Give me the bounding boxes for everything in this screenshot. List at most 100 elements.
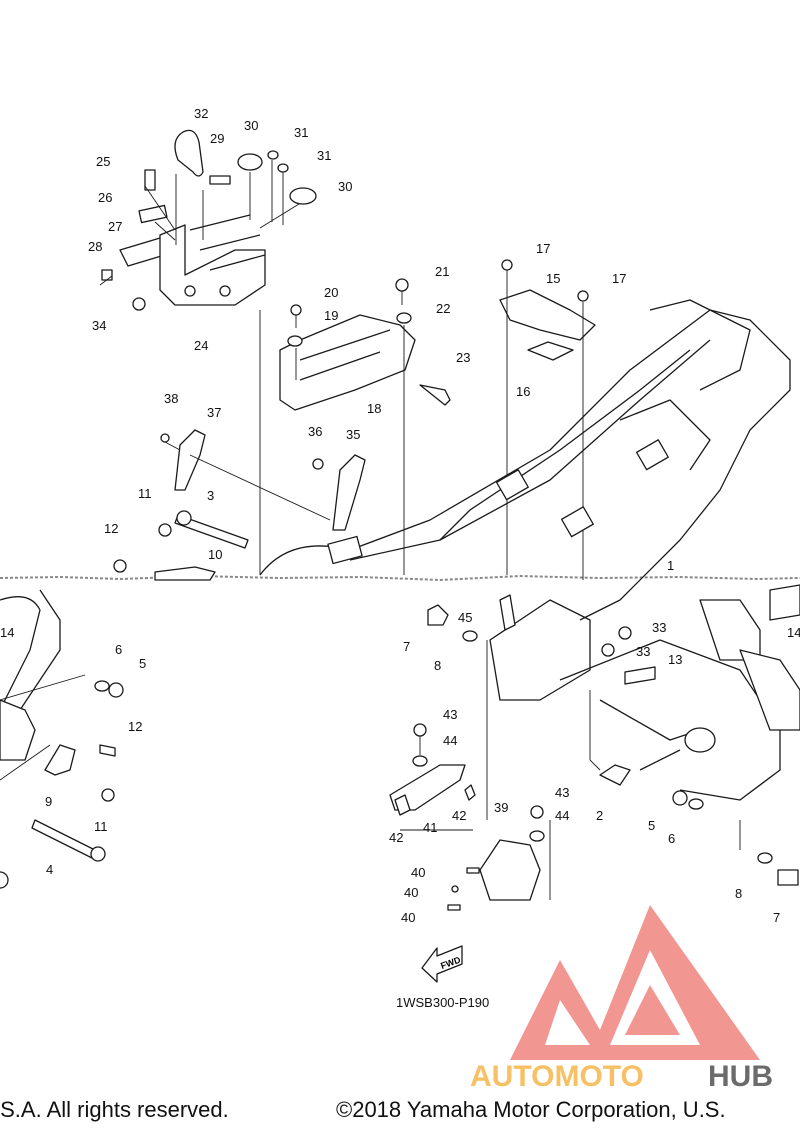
callout-4: 4 <box>46 862 53 877</box>
callout-22: 22 <box>436 301 450 316</box>
part-26-pad <box>138 204 168 224</box>
part-30-cap-a <box>237 153 263 171</box>
callout-36: 36 <box>308 424 322 439</box>
callout-42b: 42 <box>452 808 466 823</box>
part-40-c <box>447 904 461 911</box>
callout-37: 37 <box>207 405 221 420</box>
callout-41: 41 <box>423 820 437 835</box>
part-23-screw <box>419 384 451 406</box>
part-38-bolt <box>160 433 170 443</box>
watermark-brand-part2: HUB <box>708 1060 773 1093</box>
part-13-pad <box>624 666 656 685</box>
callout-40b: 40 <box>404 885 418 900</box>
part-8-washer-b <box>757 852 773 864</box>
part-45-pin <box>499 594 516 631</box>
lower-left-group <box>0 589 124 889</box>
part-30-cap-b <box>289 187 317 205</box>
part-7-bolt-b <box>777 869 799 886</box>
part-11-nut <box>158 523 172 537</box>
lower-right-group <box>427 584 800 886</box>
part-11-nut-b <box>101 788 115 802</box>
part-4-bolt <box>31 819 96 859</box>
left-upper-brackets <box>113 429 366 581</box>
callout-7b: 7 <box>773 910 780 925</box>
callout-32: 32 <box>194 106 208 121</box>
callout-6b: 6 <box>668 831 675 846</box>
part-10-bracket <box>154 566 216 581</box>
part-44-washer-a <box>412 755 428 767</box>
part-40-b <box>451 885 459 893</box>
part-9-bracket <box>44 744 76 776</box>
part-33-nut-b <box>601 643 615 657</box>
part-37-bracket <box>174 429 206 491</box>
copyright-right: ©2018 Yamaha Motor Corporation, U.S. <box>336 1097 726 1122</box>
callout-24: 24 <box>194 338 208 353</box>
seat-bracket-group <box>259 259 596 580</box>
callout-27: 27 <box>108 219 122 234</box>
callout-34: 34 <box>92 318 106 333</box>
part-16-pad <box>527 341 574 361</box>
callout-11a: 11 <box>138 486 152 501</box>
callout-40a: 40 <box>411 865 425 880</box>
part-24-bracket <box>159 224 266 306</box>
callout-18: 18 <box>367 401 381 416</box>
part-29-pad <box>209 175 231 185</box>
callout-23: 23 <box>456 350 470 365</box>
bracket-39-44-group <box>389 640 551 911</box>
callout-35: 35 <box>346 427 360 442</box>
page-tear-line <box>0 574 800 582</box>
part-22-washer <box>396 312 412 324</box>
callout-labels: 32 30 31 31 29 25 30 26 27 28 34 24 17 2… <box>0 106 800 1010</box>
callout-26: 26 <box>98 190 112 205</box>
watermark-logo <box>510 905 760 1060</box>
watermark-text: AUTOMOTO HUB <box>470 1060 773 1093</box>
callout-5b: 5 <box>648 818 655 833</box>
part-12-bolt <box>113 559 127 573</box>
part-17-bolt-a <box>501 259 513 271</box>
part-34-nut <box>132 297 146 311</box>
callout-43a: 43 <box>443 707 457 722</box>
part-31-b <box>277 163 289 173</box>
callout-31b: 31 <box>317 148 331 163</box>
part-43-bolt-b <box>530 805 544 819</box>
part-21-bolt <box>395 278 409 292</box>
part-40-a <box>466 867 480 874</box>
part-12-bolt-b <box>99 744 116 757</box>
part-28-pad <box>101 269 113 281</box>
callout-44b: 44 <box>555 808 569 823</box>
part-42-b <box>464 784 476 801</box>
callout-2: 2 <box>596 808 603 823</box>
part-7-bolt-a <box>427 604 449 626</box>
callout-16: 16 <box>516 384 530 399</box>
callout-20: 20 <box>324 285 338 300</box>
part-2-clip <box>599 764 631 786</box>
diagram-code: 1WSB300-P190 <box>396 995 489 1010</box>
callout-6a: 6 <box>115 642 122 657</box>
callout-7a: 7 <box>403 639 410 654</box>
callout-8a: 8 <box>434 658 441 673</box>
part-3-bolt <box>174 514 249 549</box>
callout-14a: 14 <box>0 625 14 640</box>
callout-30a: 30 <box>244 118 258 133</box>
fwd-arrow: FWD <box>421 945 463 983</box>
callout-30b: 30 <box>338 179 352 194</box>
callout-8b: 8 <box>735 886 742 901</box>
copyright-left: .S.A. All rights reserved. <box>0 1097 229 1122</box>
part-5-nut-a <box>108 682 124 698</box>
callout-28: 28 <box>88 239 102 254</box>
callout-42a: 42 <box>389 830 403 845</box>
main-frame <box>259 299 791 621</box>
callout-12a: 12 <box>104 521 118 536</box>
part-41-bracket <box>389 764 466 811</box>
callout-11b: 11 <box>94 819 108 834</box>
callout-14b: 14 <box>787 625 800 640</box>
part-14-bracket <box>769 584 800 621</box>
callout-43b: 43 <box>555 785 569 800</box>
part-36-bolt <box>312 458 324 470</box>
callout-45: 45 <box>458 610 472 625</box>
part-19-grommet <box>287 335 303 347</box>
part-42-a <box>394 794 411 816</box>
callout-15: 15 <box>546 271 560 286</box>
callout-29: 29 <box>210 131 224 146</box>
